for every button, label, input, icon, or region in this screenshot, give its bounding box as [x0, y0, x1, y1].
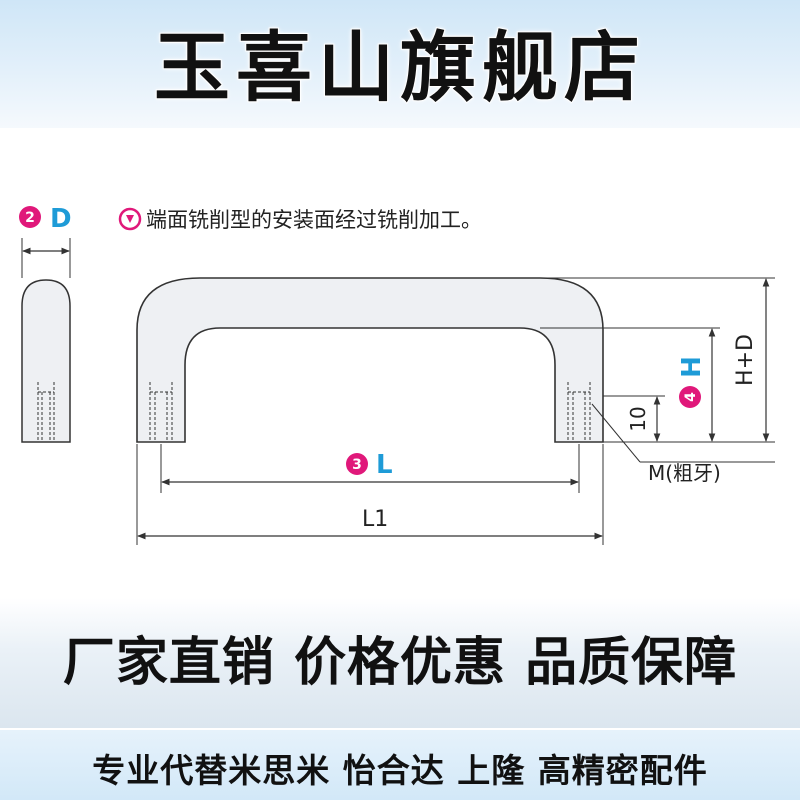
- handle-dimension-diagram: 2 D 端面铣削型的安装面经过铣削加工。 3 L L1: [19, 204, 775, 545]
- slogan-band: [0, 598, 800, 728]
- thread-leader: [591, 403, 641, 463]
- l-label: L: [376, 450, 393, 480]
- store-title: 玉喜山旗舰店: [153, 22, 646, 113]
- thread-label: M(粗牙): [648, 461, 721, 485]
- note-text: 端面铣削型的安装面经过铣削加工。: [146, 208, 482, 232]
- dim-10-label: 10: [626, 406, 650, 431]
- side-view-thread-hole: [37, 382, 55, 440]
- d-marker-number: 2: [25, 210, 35, 226]
- footer-band: [0, 730, 800, 800]
- right-leg-thread-hole: [567, 382, 591, 440]
- d-marker-circle: [19, 206, 41, 228]
- l1-label: L1: [362, 507, 388, 532]
- l-marker-circle: [346, 453, 368, 475]
- h-label: H: [677, 356, 707, 378]
- primary-slogan: 厂家直销 价格优惠 品质保障: [62, 633, 738, 693]
- h-marker-number: 4: [683, 392, 699, 402]
- note-icon-glyph: [126, 215, 134, 223]
- h-marker-circle: [679, 386, 701, 408]
- left-leg-thread-hole: [149, 382, 173, 440]
- side-view-profile: [21, 279, 71, 443]
- handle-body: [136, 277, 604, 443]
- l-marker-number: 3: [352, 457, 362, 473]
- hd-label: H+D: [733, 334, 758, 386]
- header-banner: [0, 0, 800, 128]
- d-label: D: [50, 204, 72, 234]
- secondary-slogan: 专业代替米思米 怡合达 上隆 高精密配件: [92, 751, 708, 790]
